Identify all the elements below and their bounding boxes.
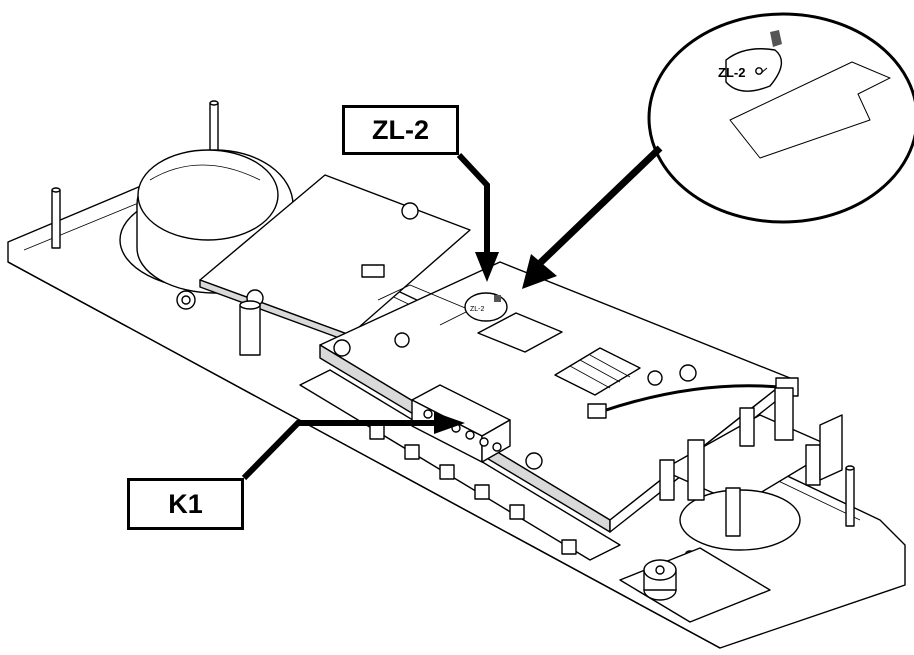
zl2-sticker (464, 292, 508, 322)
arrow-detail (522, 145, 663, 289)
callout-zl2-text: ZL-2 (372, 114, 429, 145)
mounting-screw (176, 290, 261, 356)
detail-sticker-text: ZL-2 (718, 65, 745, 80)
terminal-block-k1 (411, 384, 511, 463)
detail-circle (647, 12, 914, 224)
connector-pins (369, 424, 577, 555)
arrow-zl2-label (456, 152, 499, 282)
adjustment-knob (619, 547, 771, 623)
arrow-k1 (241, 412, 465, 481)
board-sticker-text: ZL-2 (470, 306, 485, 313)
callout-zl2: ZL-2 (342, 105, 459, 155)
camera-module (659, 387, 843, 551)
callout-k1-text: K1 (168, 488, 203, 519)
callout-k1: K1 (127, 478, 244, 530)
